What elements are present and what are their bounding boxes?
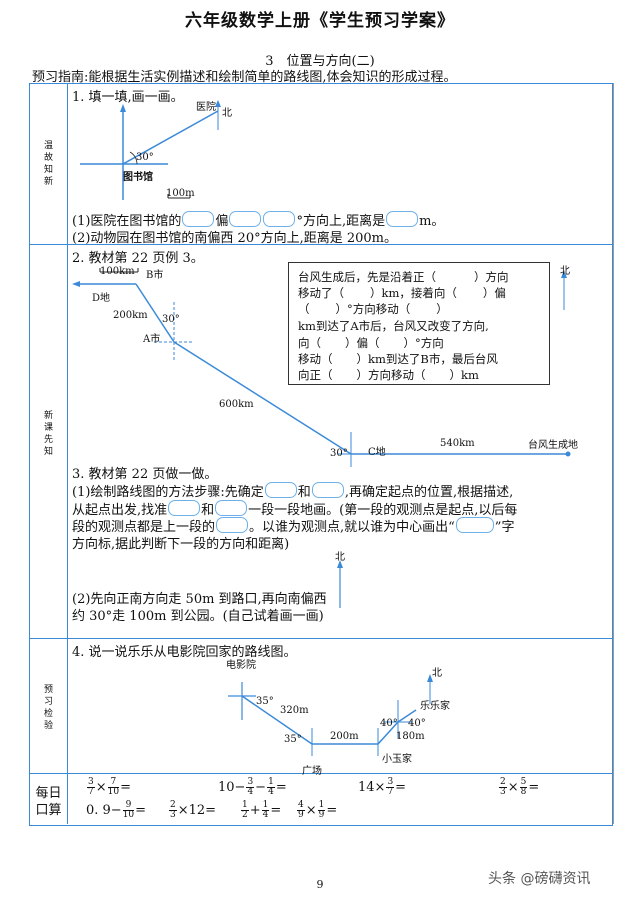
watermark: 头条 @磅礴资讯 <box>488 871 591 887</box>
typhoon-fill-box: 台风生成后，先是沿着正（）方向 移动了（）km，接着向（）偏 （）°方向移动（）… <box>288 262 550 385</box>
q4-heading: 4. 说一说乐乐从电影院回家的路线图。 <box>72 645 297 660</box>
distance-label: 600km <box>219 399 254 410</box>
answer-blank[interactable] <box>455 517 494 533</box>
angle-label: 40° <box>408 718 426 729</box>
q1-heading: 1. 填一填,画一画。 <box>72 90 184 105</box>
answer-blank[interactable] <box>427 367 449 381</box>
section-label-check: 预习检验 <box>43 685 53 731</box>
q3-line: 约 30°走 100m 到公园。(自己试着画一画) <box>72 609 324 624</box>
q3-line: 段的观测点都是上一段的。以谁为观测点,就以谁为中心画出“”字 <box>72 516 514 535</box>
q1-line2: (2)动物园在图书馆的南偏西 20°方向上,距离是 200m。 <box>72 231 397 246</box>
preview-guide: 预习指南:能根据生活实例描述和绘制简单的路线图,体会知识的形成过程。 <box>32 70 457 85</box>
answer-blank[interactable] <box>458 285 482 299</box>
q3-heading: 3. 教材第 22 页做一做。 <box>72 467 218 482</box>
q1-compass-diagram <box>80 100 221 200</box>
angle-label: 30° <box>330 448 348 459</box>
section-label-review: 温故知新 <box>43 141 53 187</box>
section-label-new: 新课先知 <box>43 411 53 457</box>
answer-blank[interactable] <box>263 211 296 227</box>
answer-blank[interactable] <box>334 351 356 365</box>
typhoon-route-diagram <box>72 268 571 467</box>
distance-label: 540km <box>440 438 475 449</box>
answer-blank[interactable] <box>386 211 419 227</box>
distance-label: 200km <box>113 310 148 321</box>
angle-label: 35° <box>284 734 302 745</box>
lele-home-label: 乐乐家 <box>420 701 450 712</box>
page-number: 9 <box>316 878 324 891</box>
q2-heading: 2. 教材第 22 页例 3。 <box>72 251 204 266</box>
angle-label: 30° <box>136 152 154 163</box>
scale-label: 100km <box>100 266 135 277</box>
answer-blank[interactable] <box>437 269 473 283</box>
answer-blank[interactable] <box>411 301 435 315</box>
north-label: 北 <box>432 668 442 679</box>
distance-label: 180m <box>396 731 425 742</box>
place-c-label: C地 <box>368 447 386 458</box>
answer-blank[interactable] <box>168 500 201 516</box>
answer-blank[interactable] <box>334 367 356 381</box>
north-label: 北 <box>560 266 570 277</box>
hospital-label: 医院 <box>196 102 216 113</box>
answer-blank[interactable] <box>215 500 248 516</box>
xiaowu-home-label: 小玉家 <box>382 754 412 765</box>
scale-label: 100m <box>166 188 195 199</box>
square-label: 广场 <box>302 766 322 777</box>
answer-blank[interactable] <box>264 482 297 498</box>
walk-home-route-diagram <box>228 674 433 756</box>
page-title: 六年级数学上册《学生预习学案》 <box>185 11 455 31</box>
library-label: 图书馆 <box>123 172 153 183</box>
answer-blank[interactable] <box>182 211 215 227</box>
row-divider <box>29 244 613 245</box>
answer-blank[interactable] <box>345 285 369 299</box>
q3-line: (2)先向正南方向走 50m 到路口,再向南偏西 <box>72 592 327 607</box>
lesson-title: 3 位置与方向(二) <box>265 54 375 69</box>
city-a-label: A市 <box>143 334 161 345</box>
distance-label: 320m <box>280 705 309 716</box>
distance-label: 200m <box>330 731 359 742</box>
q3-line: 方向标,据此判断下一段的方向和距离) <box>72 537 290 552</box>
q3-line: 从起点出发,找准和一段一段地画。(第一段的观测点是起点,以后每 <box>72 499 517 518</box>
answer-blank[interactable] <box>311 482 344 498</box>
north-arrow-icon <box>337 560 343 608</box>
angle-label: 30° <box>162 314 180 325</box>
place-d-label: D地 <box>92 293 111 304</box>
north-label: 北 <box>335 552 345 563</box>
typhoon-origin-label: 台风生成地 <box>528 440 578 451</box>
answer-blank[interactable] <box>381 335 403 349</box>
angle-label: 35° <box>256 696 274 707</box>
q3-line: (1)绘制路线图的方法步骤:先确定和,再确定起点的位置,根据描述, <box>72 481 513 500</box>
answer-blank[interactable] <box>311 301 335 315</box>
north-label: 北 <box>222 108 232 119</box>
row-divider <box>29 638 613 639</box>
answer-blank[interactable] <box>322 335 344 349</box>
answer-blank[interactable] <box>216 517 249 533</box>
side-divider <box>67 83 68 824</box>
answer-blank[interactable] <box>229 211 262 227</box>
angle-label: 40° <box>380 718 398 729</box>
city-b-label: B市 <box>146 270 164 281</box>
worksheet-frame <box>29 83 613 826</box>
right-divider <box>613 83 614 824</box>
section-label-daily: 每日口算 <box>35 786 62 818</box>
cinema-label: 电影院 <box>226 660 256 671</box>
row-divider <box>29 773 613 774</box>
